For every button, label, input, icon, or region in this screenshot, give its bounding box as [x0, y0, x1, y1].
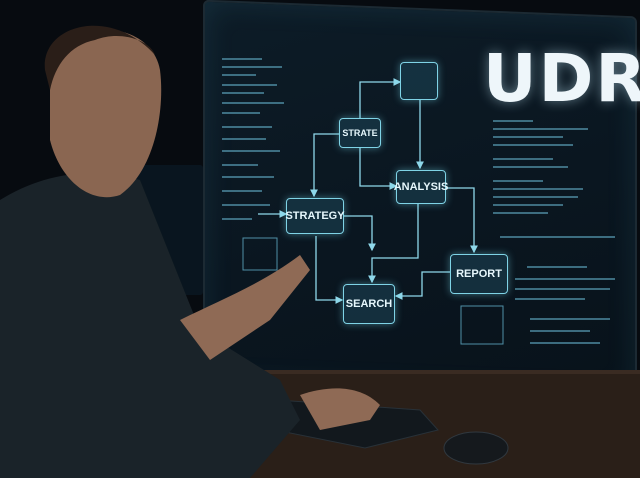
flow-node-report: REPORT: [450, 254, 508, 294]
flow-node-search: SEARCH: [343, 284, 395, 324]
person: [0, 25, 380, 478]
flow-node-top: [400, 62, 438, 100]
code-block-right: [493, 120, 615, 344]
code-block-left: [222, 58, 284, 220]
flow-node-strategy-small: STRATE: [339, 118, 381, 148]
brand-title: UDR: [483, 40, 640, 117]
flow-node-strategy: STRATEGY: [285, 198, 345, 234]
flow-node-analysis: ANALYSIS: [394, 170, 448, 204]
